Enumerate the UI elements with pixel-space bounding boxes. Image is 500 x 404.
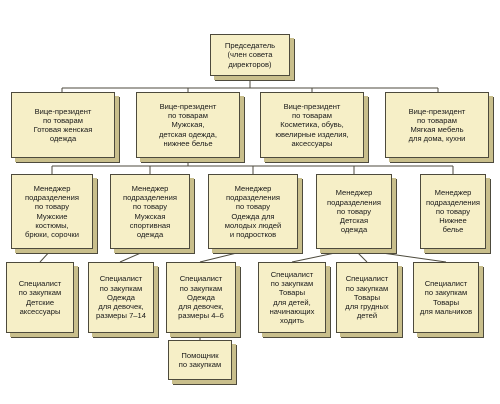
specialist-boys-box: Специалист по закупкам Товары для мальчи… bbox=[413, 262, 479, 333]
assistant-box: Помощник по закупкам bbox=[168, 340, 232, 380]
vp-mens-childrens-box: Вице-президент по товарам Мужская, детск… bbox=[136, 92, 240, 158]
vp-furniture-box: Вице-президент по товарам Мягкая мебель … bbox=[385, 92, 489, 158]
manager-label: Менеджер подразделения по товару Детская… bbox=[327, 188, 381, 235]
specialist-child-accessories-box: Специалист по закупкам Детские аксессуар… bbox=[6, 262, 74, 333]
specialist-label: Специалист по закупкам Товары для грудны… bbox=[345, 274, 389, 321]
manager-mens-sportswear-box: Менеджер подразделения по товару Мужская… bbox=[110, 174, 190, 249]
manager-label: Менеджер подразделения по товару Мужские… bbox=[25, 183, 79, 239]
specialist-toddlers-box: Специалист по закупкам Товары для детей,… bbox=[258, 262, 326, 333]
manager-mens-suits-box: Менеджер подразделения по товару Мужские… bbox=[11, 174, 93, 249]
vp-label: Вице-президент по товарам Готовая женска… bbox=[33, 106, 93, 144]
chairman-box: Председатель (член совета директоров) bbox=[210, 34, 290, 76]
specialist-label: Специалист по закупкам Товары для детей,… bbox=[269, 269, 315, 325]
specialist-girls-7-14-box: Специалист по закупкам Одежда для девоче… bbox=[88, 262, 154, 333]
chairman-label: Председатель (член совета директоров) bbox=[224, 41, 276, 69]
specialist-label: Специалист по закупкам Детские аксессуар… bbox=[18, 279, 62, 316]
vp-womens-apparel-box: Вице-президент по товарам Готовая женска… bbox=[11, 92, 115, 158]
manager-underwear-box: Менеджер подразделения по товару Нижнее … bbox=[420, 174, 486, 249]
specialist-label: Специалист по закупкам Одежда для девоче… bbox=[96, 274, 146, 321]
vp-label: Вице-президент по товарам Мягкая мебель … bbox=[408, 106, 466, 144]
specialist-label: Специалист по закупкам Одежда для девоче… bbox=[178, 274, 224, 321]
vp-cosmetics-box: Вице-президент по товарам Косметика, обу… bbox=[260, 92, 364, 158]
specialist-infants-box: Специалист по закупкам Товары для грудны… bbox=[336, 262, 398, 333]
manager-childrens-clothing-box: Менеджер подразделения по товару Детская… bbox=[316, 174, 392, 249]
manager-youth-clothing-box: Менеджер подразделения по товару Одежда … bbox=[208, 174, 298, 249]
manager-label: Менеджер подразделения по товару Нижнее … bbox=[426, 188, 480, 235]
vp-label: Вице-президент по товарам Мужская, детск… bbox=[159, 101, 217, 148]
manager-label: Менеджер подразделения по товару Одежда … bbox=[224, 183, 282, 239]
specialist-label: Специалист по закупкам Товары для мальчи… bbox=[419, 279, 473, 316]
vp-label: Вице-президент по товарам Косметика, обу… bbox=[275, 101, 349, 148]
specialist-girls-4-6-box: Специалист по закупкам Одежда для девоче… bbox=[166, 262, 236, 333]
assistant-label: Помощник по закупкам bbox=[178, 350, 222, 369]
manager-label: Менеджер подразделения по товару Мужская… bbox=[123, 183, 177, 239]
